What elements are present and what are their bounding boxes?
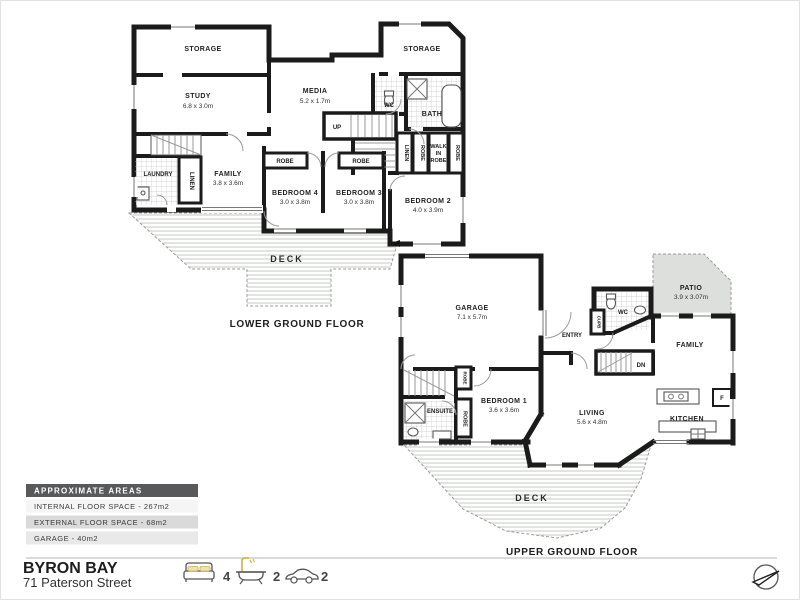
bed-count: 4	[223, 569, 231, 584]
room-label-storage-left: STORAGE	[184, 46, 221, 53]
room-label-cupb: CUPB	[597, 316, 602, 330]
room-label-robe-bed4: ROBE	[276, 159, 293, 165]
room-label-bath: BATH	[422, 111, 443, 118]
room-label-walk-in-3: ROBE	[431, 158, 447, 164]
dn-staircase	[594, 349, 655, 376]
bath-fixtures	[383, 78, 462, 128]
room-dims-patio: 3.9 x 3.07m	[674, 294, 708, 301]
room-label-patio: PATIO	[680, 285, 703, 292]
floor-title-upper: UPPER GROUND FLOOR	[506, 547, 638, 558]
room-label-linen-left: LINEN	[188, 172, 194, 190]
upper-staircase	[403, 369, 455, 397]
room-dims-bedroom4: 3.0 x 3.8m	[280, 199, 310, 206]
room-label-laundry: LAUNDRY	[143, 172, 172, 178]
area-label-deck-lower: DECK	[270, 254, 304, 264]
robe-upper-bottom-box	[454, 397, 473, 439]
approximate-areas-legend: APPROXIMATE AREAS INTERNAL FLOOR SPACE -…	[26, 484, 198, 545]
room-label-family-lower: FAMILY	[214, 171, 241, 178]
property-address: 71 Paterson Street	[23, 575, 132, 590]
room-label-entry: ENTRY	[562, 333, 582, 339]
room-label-robe-right: ROBE	[454, 145, 460, 161]
cupb-box	[589, 308, 606, 336]
room-dims-garage: 7.1 x 5.7m	[457, 314, 487, 321]
stairs-label-up: UP	[333, 125, 341, 131]
lower-door-arcs	[156, 98, 425, 227]
footer: BYRON BAY 71 Paterson Street 4 2 2	[23, 557, 780, 590]
room-dims-family-lower: 3.8 x 3.6m	[213, 180, 243, 187]
room-label-linen-mid: LINEN	[403, 145, 409, 162]
kitchen-counters	[656, 388, 717, 440]
room-dims-media: 5.2 x 1.7m	[300, 98, 330, 105]
room-dims-living: 5.6 x 4.8m	[577, 419, 607, 426]
room-label-study: STUDY	[185, 93, 211, 100]
upper-ground-floor-plan: GARAGE 7.1 x 5.7m ENTRY CUPB WC PATIO 3.…	[397, 252, 737, 558]
living-fill	[526, 353, 653, 465]
deck-arrow	[390, 240, 400, 247]
room-label-bedroom3: BEDROOM 3	[336, 190, 382, 197]
area-label-deck-upper: DECK	[515, 493, 549, 503]
robe-bed3-box	[337, 151, 385, 170]
room-label-bedroom1: BEDROOM 1	[481, 398, 527, 405]
legend-row-garage	[26, 531, 198, 545]
wc-upper-fixtures	[605, 293, 647, 315]
up-staircase	[322, 111, 398, 168]
legend-garage-text: GARAGE - 40m2	[34, 534, 98, 543]
bath-count: 2	[273, 569, 280, 584]
room-label-living: LIVING	[579, 410, 605, 417]
room-label-walk-in-2: IN	[436, 151, 442, 157]
property-suburb: BYRON BAY	[23, 560, 118, 577]
room-dims-bedroom3: 3.0 x 3.8m	[344, 199, 374, 206]
stairs-label-dn: DN	[637, 363, 646, 369]
legend-header-text: APPROXIMATE AREAS	[34, 487, 142, 496]
room-dims-study: 6.8 x 3.0m	[183, 103, 213, 110]
room-dims-bedroom2: 4.0 x 3.9m	[413, 207, 443, 214]
floor-title-lower: LOWER GROUND FLOOR	[230, 319, 365, 330]
upper-windows	[397, 252, 737, 469]
upper-door-arcs	[400, 311, 614, 416]
legend-external-text: EXTERNAL FLOOR SPACE - 68m2	[34, 518, 167, 527]
robe-upper-top-box	[454, 365, 473, 391]
legend-internal-text: INTERNAL FLOOR SPACE - 267m2	[34, 502, 169, 511]
bedroom1-fill	[456, 369, 541, 441]
ensuite-fixtures	[404, 402, 452, 440]
car-icon	[285, 568, 319, 584]
lower-ground-floor-plan: STORAGE STORAGE STUDY 6.8 x 3.0m MEDIA 5…	[127, 20, 467, 330]
room-label-robe-upper-top: ROBE	[463, 371, 468, 384]
room-label-family-upper: FAMILY	[676, 342, 703, 349]
robe-right-box	[447, 131, 465, 175]
room-label-robe-bed3: ROBE	[352, 159, 369, 165]
room-label-wc-lower: WC	[384, 103, 395, 109]
room-label-wc-upper: WC	[618, 310, 629, 316]
room-label-garage: GARAGE	[455, 305, 488, 312]
legend-header-bar	[26, 484, 198, 497]
room-label-bedroom2: BEDROOM 2	[405, 198, 451, 205]
legend-row-external	[26, 515, 198, 529]
room-label-bedroom4: BEDROOM 4	[272, 190, 318, 197]
room-label-media: MEDIA	[303, 88, 328, 95]
room-label-storage-right: STORAGE	[403, 46, 440, 53]
room-label-kitchen: KITCHEN	[670, 416, 704, 423]
linen-left-box	[177, 155, 203, 205]
laundry-fixtures	[136, 186, 150, 201]
bed-icon	[183, 562, 215, 582]
car-count: 2	[321, 569, 328, 584]
compass-icon	[751, 564, 780, 590]
laundry-staircase	[150, 134, 202, 156]
fridge-box	[712, 388, 732, 407]
bath-icon	[236, 557, 266, 585]
legend-row-internal	[26, 499, 198, 513]
label-fridge: F	[720, 396, 724, 402]
room-label-ensuite: ENSUITE	[427, 409, 453, 415]
lower-windows	[130, 20, 467, 248]
room-dims-bedroom1: 3.6 x 3.6m	[489, 407, 519, 414]
room-label-robe-mid: ROBE	[419, 145, 425, 161]
room-label-robe-upper-bottom: ROBE	[462, 411, 468, 427]
garage-fill	[401, 256, 541, 369]
robe-bed4-box	[262, 151, 309, 170]
room-label-walk-in-1: WALK	[430, 144, 446, 150]
